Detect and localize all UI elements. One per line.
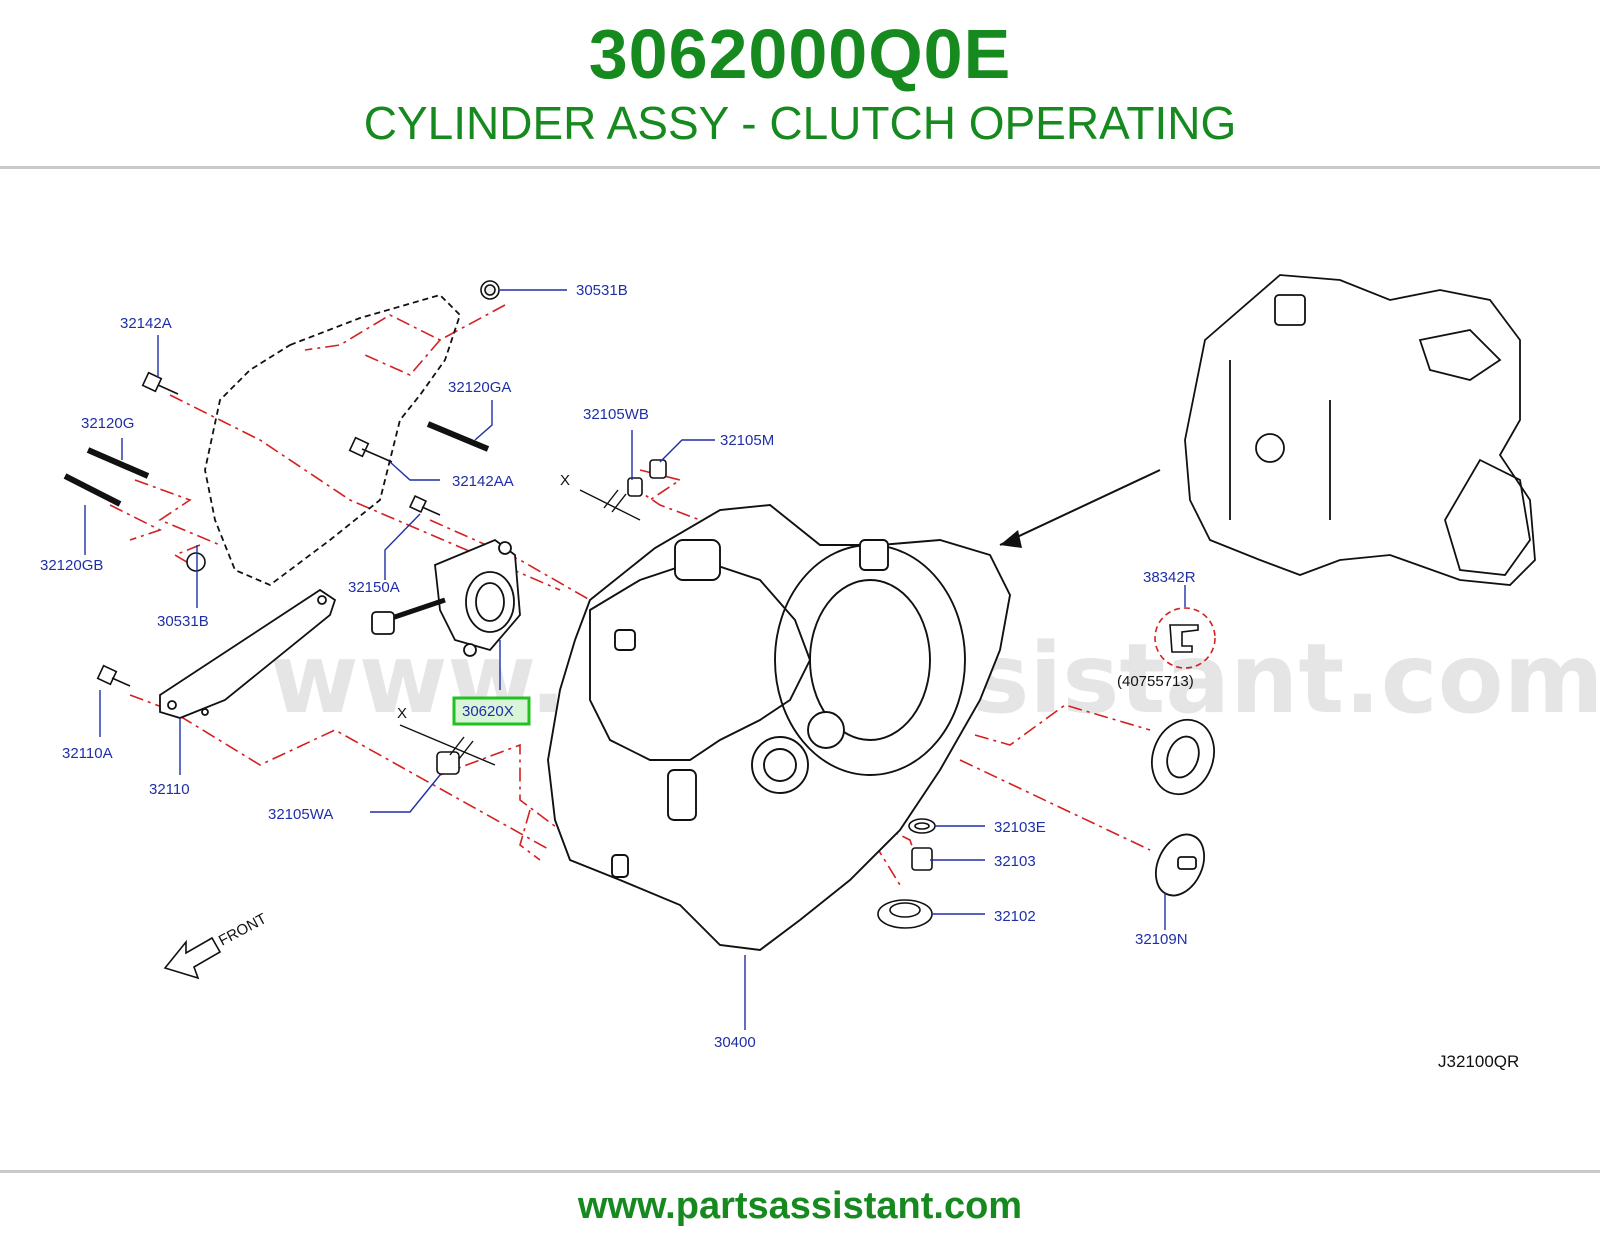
label-leaders: [84, 289, 1186, 1030]
diagram-code: J32100QR: [1438, 1052, 1519, 1071]
drain-plug-parts: [877, 818, 936, 929]
label-32150A[interactable]: 32150A: [348, 579, 400, 596]
label-32120GA[interactable]: 32120GA: [448, 379, 511, 396]
front-label: FRONT: [216, 910, 270, 949]
label-32142AA[interactable]: 32142AA: [452, 473, 514, 490]
label-30531B-top[interactable]: 30531B: [576, 282, 628, 299]
label-32109N[interactable]: 32109N: [1135, 931, 1188, 948]
part-labels: 30531B 32142A 32120GA 32120G 32142AA 321…: [40, 282, 1519, 1071]
assembly-arrow-line: [999, 469, 1161, 546]
x-marks: [399, 489, 641, 766]
label-30531B-bottom[interactable]: 30531B: [157, 613, 209, 630]
label-32142A[interactable]: 32142A: [120, 315, 172, 332]
gasket-outline: [204, 293, 462, 587]
label-40755713[interactable]: (40755713): [1117, 673, 1194, 690]
exploded-parts-diagram: www.partsassistant.com: [40, 274, 1600, 1071]
x-mark-label-top: X: [560, 472, 570, 489]
label-30620X[interactable]: 30620X: [462, 703, 514, 720]
bearing-ring: [1151, 718, 1215, 796]
label-32120GB[interactable]: 32120GB: [40, 557, 103, 574]
label-32105WB[interactable]: 32105WB: [583, 406, 649, 423]
x-mark-label-bottom: X: [397, 705, 407, 722]
header: 3062000Q0E CYLINDER ASSY - CLUTCH OPERAT…: [0, 0, 1600, 168]
label-32102[interactable]: 32102: [994, 908, 1036, 925]
part-name-subtitle: CYLINDER ASSY - CLUTCH OPERATING: [363, 97, 1237, 149]
top-divider: [0, 166, 1600, 169]
transaxle-case-30400: [547, 504, 1011, 951]
label-38342R[interactable]: 38342R: [1143, 569, 1196, 586]
clutch-operating-cylinder: [371, 538, 521, 657]
label-32103[interactable]: 32103: [994, 853, 1036, 870]
transaxle-assembly: [1184, 274, 1536, 586]
footer-url[interactable]: www.partsassistant.com: [577, 1185, 1023, 1227]
cap-32109N: [1155, 833, 1205, 897]
oil-seal-38342R: [1154, 607, 1216, 669]
highlight-box[interactable]: [452, 696, 531, 726]
label-32120G[interactable]: 32120G: [81, 415, 134, 432]
part-number-title: 3062000Q0E: [588, 15, 1012, 93]
label-30400[interactable]: 30400: [714, 1034, 756, 1051]
bottom-divider: [0, 1170, 1600, 1173]
label-32103E[interactable]: 32103E: [994, 819, 1046, 836]
label-32110A[interactable]: 32110A: [62, 745, 113, 762]
bracket-32110: [159, 588, 337, 719]
front-arrow: FRONT: [163, 910, 270, 980]
label-32110[interactable]: 32110: [149, 781, 190, 798]
assembly-arrow-head: [1000, 530, 1022, 548]
dowel-pins: [436, 459, 667, 775]
label-32105WA[interactable]: 32105WA: [268, 806, 333, 823]
label-32105M[interactable]: 32105M: [720, 432, 774, 449]
fasteners-upper-left: [63, 280, 500, 687]
